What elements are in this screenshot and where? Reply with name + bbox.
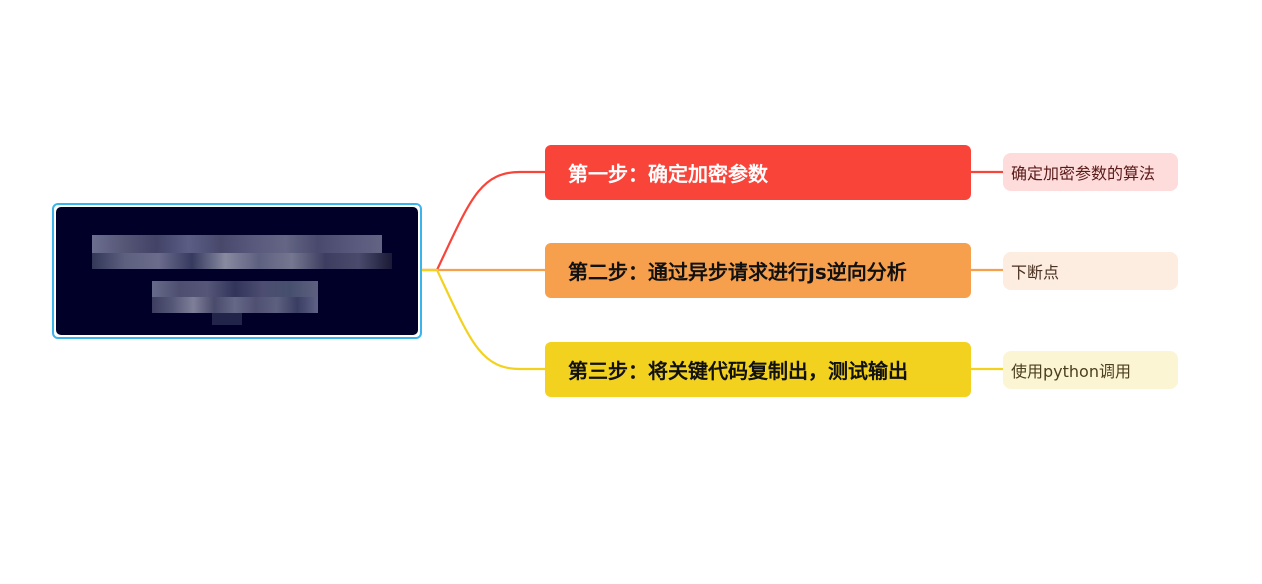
branch-step-2[interactable]: 第二步：通过异步请求进行js逆向分析 xyxy=(545,243,971,298)
leaf-step-3-detail[interactable]: 使用python调用 xyxy=(1003,351,1178,389)
branch-step-2-label: 第二步：通过异步请求进行js逆向分析 xyxy=(568,260,907,284)
leaf-step-3-label: 使用python调用 xyxy=(1011,362,1131,381)
leaf-step-1-label: 确定加密参数的算法 xyxy=(1011,164,1156,183)
leaf-step-2-label: 下断点 xyxy=(1011,263,1060,282)
branch-step-3[interactable]: 第三步：将关键代码复制出，测试输出 xyxy=(545,342,971,397)
leaf-step-2-detail[interactable]: 下断点 xyxy=(1003,252,1178,290)
branch-step-1[interactable]: 第一步：确定加密参数 xyxy=(545,145,971,200)
connector-root-to-step1 xyxy=(422,170,545,272)
root-topic[interactable] xyxy=(52,203,422,339)
branch-step-3-label: 第三步：将关键代码复制出，测试输出 xyxy=(568,359,908,383)
connector-root-to-step3 xyxy=(422,268,545,371)
root-topic-pixelated-content xyxy=(56,207,418,335)
leaf-step-1-detail[interactable]: 确定加密参数的算法 xyxy=(1003,153,1178,191)
branch-step-1-label: 第一步：确定加密参数 xyxy=(568,162,768,186)
